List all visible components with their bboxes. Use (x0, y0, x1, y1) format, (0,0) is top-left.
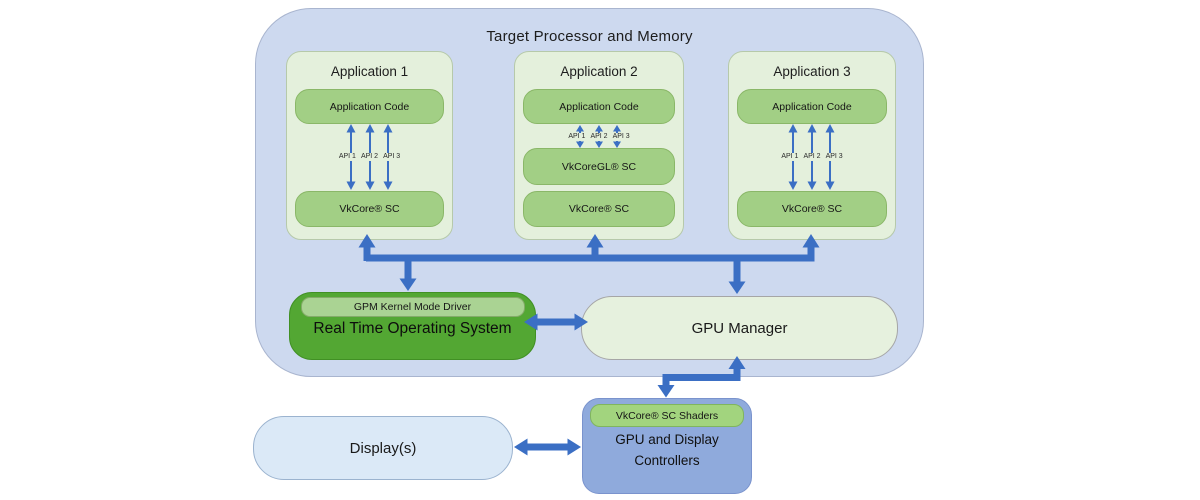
api-double-arrows-icon (788, 124, 835, 190)
api-3-label: API 3 (824, 153, 844, 161)
api-3-label: API 3 (382, 153, 402, 161)
rtos-box: GPM Kernel Mode Driver Real Time Operati… (289, 292, 536, 360)
rtos-label: Real Time Operating System (313, 320, 512, 337)
api-3-label: API 3 (611, 132, 631, 141)
application-2-api-arrows: API 1 API 2 API 3 (549, 125, 649, 148)
application-3-code-block: Application Code (737, 89, 887, 124)
application-1-box: Application 1 Application Code API 1 API… (286, 51, 453, 240)
displays-box: Display(s) (253, 416, 513, 480)
api-1-label: API 1 (567, 132, 587, 141)
api-2-label: API 2 (359, 153, 380, 161)
gpu-display-controllers-box: VkCore® SC Shaders GPU and Display Contr… (582, 398, 752, 494)
displays-controllers-double-arrow-icon (514, 438, 581, 456)
application-2-vkcore-sc-block: VkCore® SC (523, 191, 675, 227)
application-2-code-block: Application Code (523, 89, 675, 124)
target-processor-memory-container: Target Processor and Memory Application … (255, 8, 924, 377)
application-1-code-block: Application Code (295, 89, 444, 124)
application-3-api-arrows: API 1 API 2 API 3 (762, 124, 862, 190)
api-2-label: API 2 (802, 153, 822, 161)
api-1-label: API 1 (337, 153, 357, 161)
gpu-manager-box: GPU Manager (581, 296, 898, 360)
application-3-vkcore-sc-block: VkCore® SC (737, 191, 887, 227)
api-1-label: API 1 (780, 153, 800, 161)
application-1-title: Application 1 (330, 64, 409, 79)
gpm-kernel-mode-driver-block: GPM Kernel Mode Driver (300, 297, 525, 317)
application-1-vkcore-sc-block: VkCore® SC (295, 191, 444, 227)
api-double-arrows-icon (576, 125, 621, 148)
gpu-display-controllers-label: GPU and Display Controllers (615, 432, 719, 468)
container-title: Target Processor and Memory (486, 28, 693, 45)
application-3-title: Application 3 (773, 64, 851, 79)
vkcore-sc-shaders-block: VkCore® SC Shaders (590, 404, 744, 427)
application-2-vkcoregl-sc-block: VkCoreGL® SC (523, 148, 675, 185)
application-3-box: Application 3 Application Code API 1 API… (728, 51, 896, 240)
application-2-title: Application 2 (560, 64, 638, 79)
application-2-box: Application 2 Application Code API 1 API… (514, 51, 684, 240)
api-labels: API 1 API 2 API 3 (549, 132, 649, 141)
application-1-api-arrows: API 1 API 2 API 3 (320, 124, 420, 190)
api-2-label: API 2 (589, 132, 609, 141)
api-labels: API 1 API 2 API 3 (762, 153, 862, 161)
api-labels: API 1 API 2 API 3 (320, 153, 420, 161)
